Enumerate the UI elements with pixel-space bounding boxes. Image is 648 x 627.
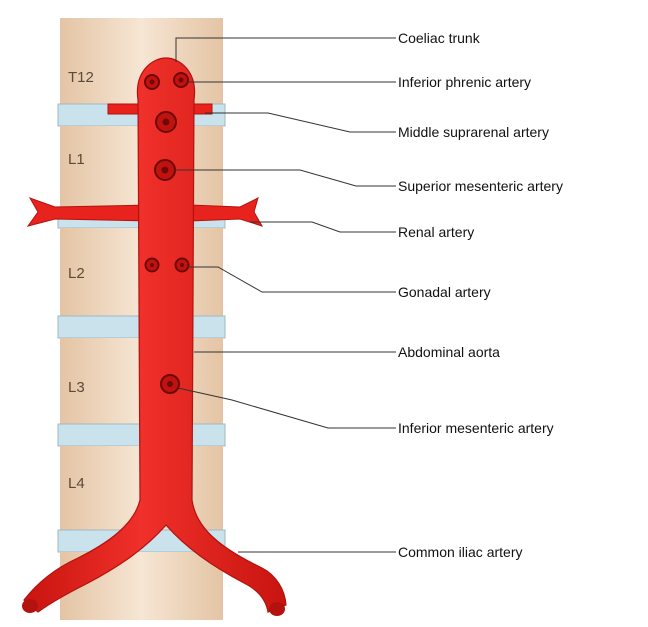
label-middle-suprarenal-artery: Middle suprarenal artery [398,124,549,140]
label-inferior-phrenic-artery: Inferior phrenic artery [398,74,531,90]
vertebra-label-l3: L3 [68,379,85,396]
superior-mesenteric-ostium [155,160,175,180]
inferior-mesenteric-ostium [161,375,179,393]
label-gonadal-artery: Gonadal artery [398,284,491,300]
label-common-iliac-artery: Common iliac artery [398,544,522,560]
vertebra-label-l1: L1 [68,151,85,168]
leader-renal [250,222,396,232]
label-superior-mesenteric-artery: Superior mesenteric artery [398,178,563,194]
label-renal-artery: Renal artery [398,224,474,240]
vertebra-label-t12: T12 [68,69,94,86]
label-coeliac-trunk: Coeliac trunk [398,30,481,46]
common-iliac-end-right [269,602,285,616]
vertebra-label-l2: L2 [68,265,85,282]
middle-suprarenal-ostium [156,112,176,132]
leader-middle-suprarenal [205,113,396,132]
label-inferior-mesenteric-artery: Inferior mesenteric artery [398,420,554,436]
common-iliac-end-left [22,599,38,613]
label-abdominal-aorta: Abdominal aorta [398,344,500,360]
vertebra-label-l4: L4 [68,475,85,492]
